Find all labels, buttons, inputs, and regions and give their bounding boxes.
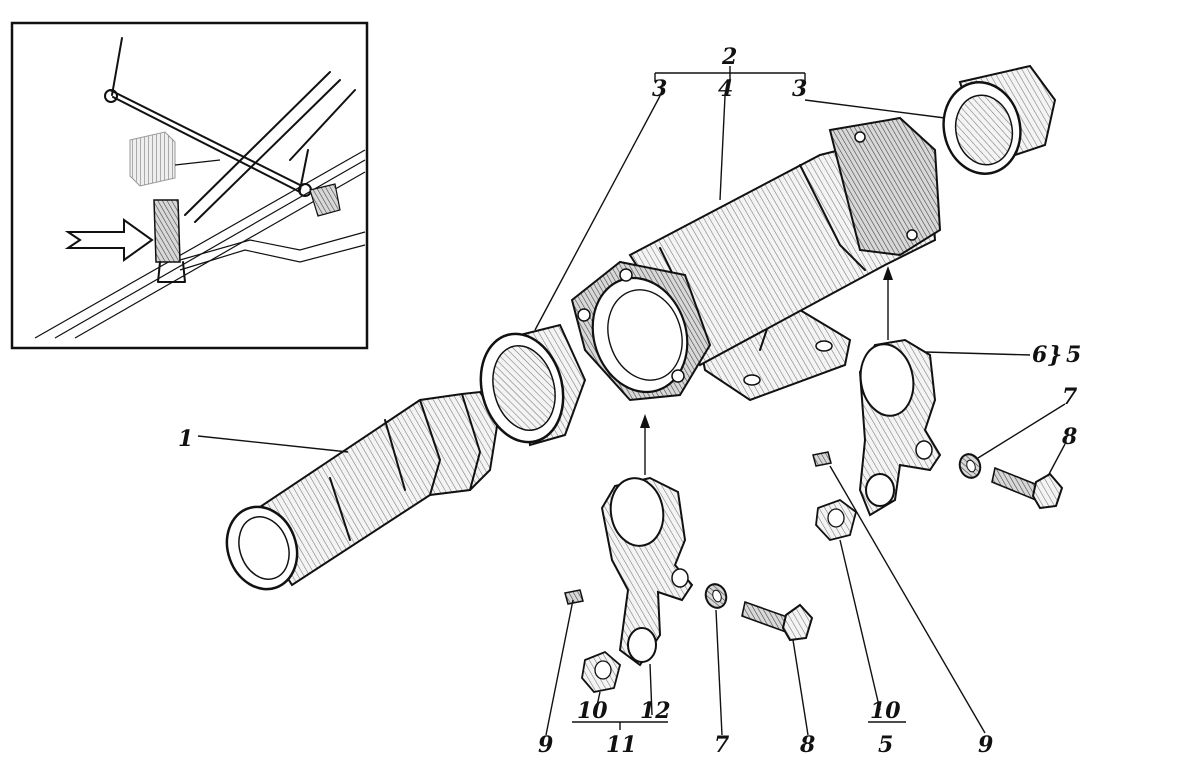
part-1-shaft-tube: [225, 390, 500, 591]
part-4-housing: [570, 116, 942, 402]
part-7-washer-upper: [958, 453, 982, 479]
label-part-7-lower: 7: [714, 732, 730, 758]
label-part-11: 11: [606, 732, 637, 758]
label-part-8-lower: 8: [799, 732, 815, 758]
inset-pointer-arrow: [64, 218, 154, 262]
label-part-4: 4: [718, 76, 733, 102]
part-9-key-lower: [564, 589, 584, 605]
label-part-2: 2: [721, 44, 737, 70]
inset-location-view: [10, 21, 369, 350]
leader-lines: [197, 66, 1066, 736]
part-9-key-upper: [812, 451, 832, 467]
label-part-5-lower: 5: [878, 732, 893, 758]
label-part-6: 6: [1032, 342, 1047, 368]
label-bracket: }: [1048, 342, 1062, 368]
label-part-9-lower: 9: [538, 732, 553, 758]
label-part-3-right: 3: [792, 76, 807, 102]
part-7-washer-lower: [704, 583, 728, 609]
inset-frame: [10, 21, 369, 350]
label-part-3-left: 3: [652, 76, 667, 102]
assembly-arrows: [640, 266, 893, 475]
label-part-9-upper: 9: [978, 732, 993, 758]
part-12-clamp-lever: [600, 476, 694, 667]
label-part-5-upper: 5: [1066, 342, 1081, 368]
part-8-bolt-lower: [741, 600, 814, 642]
part-3-bushing-right: [942, 64, 1057, 175]
part-8-bolt-upper: [991, 466, 1064, 510]
part-6-clamp-lever: [858, 338, 942, 517]
label-part-7-upper: 7: [1062, 384, 1078, 410]
part-10-sleeve-upper: [815, 498, 858, 542]
part-10-sleeve-lower: [581, 650, 622, 693]
label-part-12: 12: [640, 698, 671, 724]
part-3-bushing-left: [479, 323, 587, 447]
label-part-1: 1: [178, 426, 193, 452]
label-part-10-lower: 10: [577, 698, 608, 724]
label-part-10-upper: 10: [870, 698, 901, 724]
label-part-8-upper: 8: [1061, 424, 1077, 450]
callout-labels: 1 2 3 4 3 6 } 5 7 8 9 10 11 12 7 8 10 5 …: [178, 44, 1081, 758]
